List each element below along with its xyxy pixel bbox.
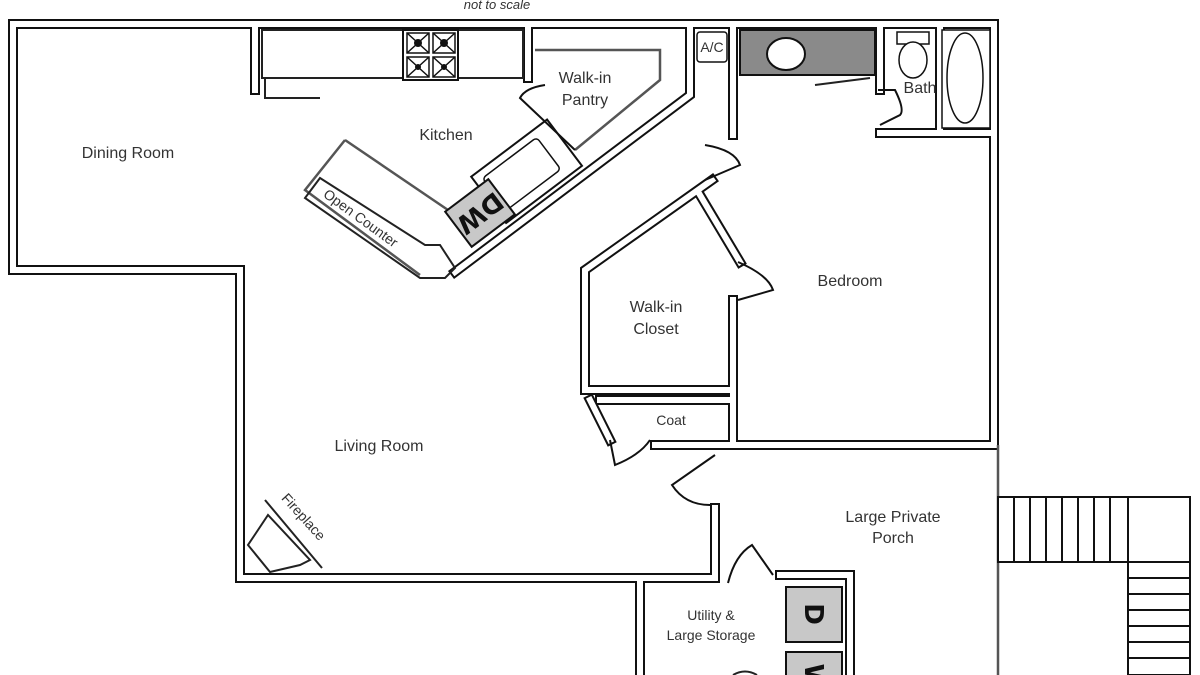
toilet [896, 31, 930, 79]
wall-inner [585, 395, 615, 445]
svg-text:W: W [798, 664, 828, 675]
bath-sink [766, 37, 806, 71]
scale-note: not to scale [464, 0, 531, 12]
wall-inner [582, 175, 736, 393]
bath-label: Bath [904, 80, 937, 97]
doors [518, 84, 903, 584]
svg-text:D: D [798, 603, 828, 625]
wall-inner [10, 21, 997, 448]
open-counter: Open Counter [303, 176, 457, 279]
wall-inner [777, 572, 853, 675]
pantry-label-2: Pantry [562, 92, 608, 109]
ac-label: A/C [700, 39, 723, 55]
dining-room-label: Dining Room [82, 145, 174, 162]
stairs [997, 496, 1191, 675]
fireplace: Fireplace [246, 490, 329, 574]
wall-inner [10, 21, 718, 581]
stove [402, 29, 459, 81]
dryer: D [785, 586, 843, 643]
wall-inner [450, 27, 693, 277]
porch-label-2: Porch [872, 530, 914, 547]
utility-label-2: Large Storage [667, 627, 756, 643]
vanity [739, 29, 876, 76]
bathtub [941, 29, 991, 129]
coat-closet-label: Coat [656, 412, 686, 428]
closet-label-2: Closet [633, 321, 679, 338]
kitchen-counter [261, 29, 662, 277]
porch-label-1: Large Private [845, 509, 940, 526]
wall-inner [695, 190, 745, 267]
living-room-label: Living Room [335, 438, 424, 455]
utility-label-1: Utility & [687, 607, 735, 623]
closet-label-1: Walk-in [630, 299, 683, 316]
ac-unit [696, 31, 728, 63]
pantry-label-1: Walk-in [559, 70, 612, 87]
kitchen-label: Kitchen [419, 127, 472, 144]
bedroom-label: Bedroom [818, 273, 883, 290]
washer: W [785, 651, 843, 675]
